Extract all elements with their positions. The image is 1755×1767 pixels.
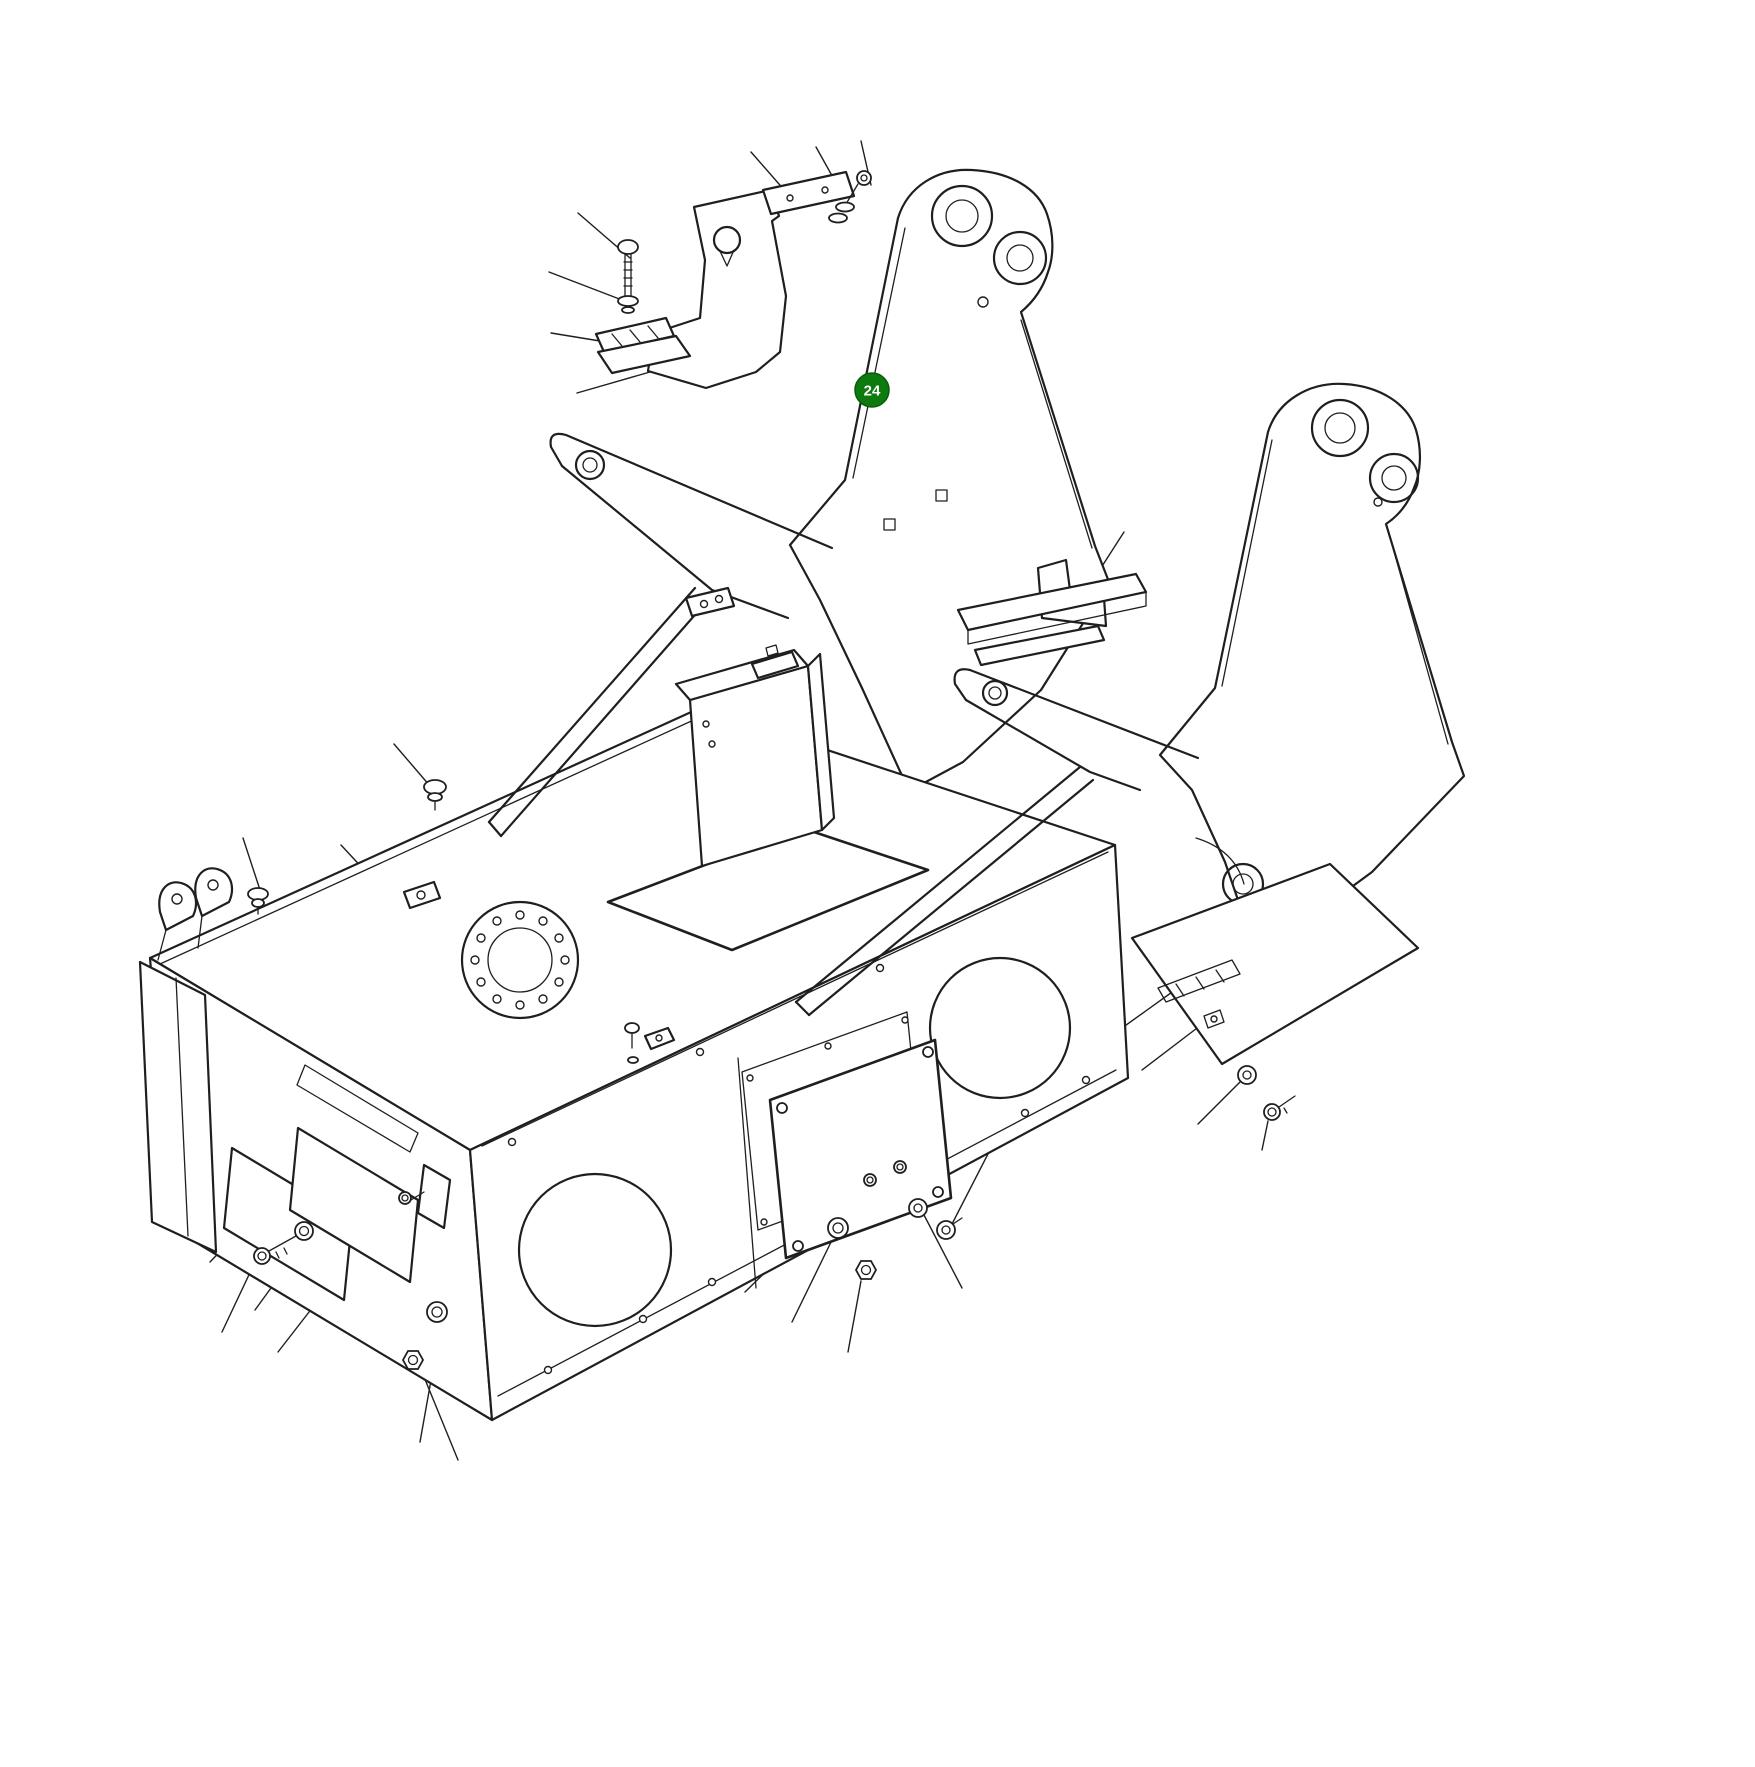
frame-opening-left [517, 1172, 673, 1328]
washer [908, 1198, 928, 1218]
cover-plate-assembly [741, 1011, 953, 1260]
strut-bracket [684, 586, 736, 618]
hex-bolt [253, 1247, 271, 1265]
diagonal-struts [487, 586, 1095, 1017]
right-tower-plate [953, 382, 1466, 946]
upright-tank [674, 644, 836, 868]
screw [398, 1191, 412, 1205]
cover-plate [768, 1038, 953, 1260]
slot-label [296, 1064, 419, 1153]
plug-bolt [423, 779, 447, 795]
bushing-bore-left-2 [992, 230, 1048, 286]
loose-fasteners [247, 779, 1296, 1370]
callout-label: 24 [864, 383, 881, 400]
washer [426, 1301, 448, 1323]
hex-bolt [1263, 1103, 1281, 1121]
clamp-bracket [416, 1163, 452, 1230]
hex-nut [401, 1350, 425, 1370]
screw [624, 1022, 640, 1034]
cover-bolt [863, 1173, 877, 1187]
washer [617, 295, 639, 307]
screw [856, 170, 872, 186]
axle-flange [460, 900, 580, 1020]
bolt-head [617, 239, 639, 255]
left-tower-plate [549, 168, 1111, 793]
weld-nut [1203, 1009, 1225, 1029]
washer [294, 1221, 314, 1241]
shim-plate [761, 170, 856, 216]
ear-tab [194, 867, 234, 918]
frame-opening-right [928, 956, 1072, 1100]
bushing-bore-right-1 [1310, 398, 1370, 458]
end-plate [138, 960, 218, 1254]
ear-tab [158, 881, 198, 932]
callout-circle[interactable] [854, 372, 890, 408]
tank-cap [750, 650, 800, 680]
washer [827, 1217, 849, 1239]
flange-bolt [936, 1220, 956, 1240]
washer [835, 201, 855, 213]
side-plate [288, 1126, 420, 1284]
weld-nut [935, 489, 948, 502]
gusset-left [549, 432, 834, 550]
hex-nut [854, 1260, 878, 1280]
top-fasteners [617, 170, 872, 314]
plate-slot [1157, 959, 1241, 1003]
top-mounting-bracket [594, 170, 856, 390]
gusset-right [953, 668, 1200, 760]
weld-nut [883, 518, 896, 531]
cover-bolt [893, 1160, 907, 1174]
bracket-hole [712, 225, 742, 255]
right-step-plate [1130, 862, 1420, 1066]
washer [828, 212, 848, 224]
washer [1237, 1065, 1257, 1085]
bushing-bore-left-1 [930, 184, 994, 248]
step-bracket-assembly [956, 558, 1148, 667]
bushing-bore-right-2 [1368, 452, 1420, 504]
callout-balloon-24[interactable]: 24 [854, 372, 890, 408]
main-box-frame [138, 706, 1130, 1422]
